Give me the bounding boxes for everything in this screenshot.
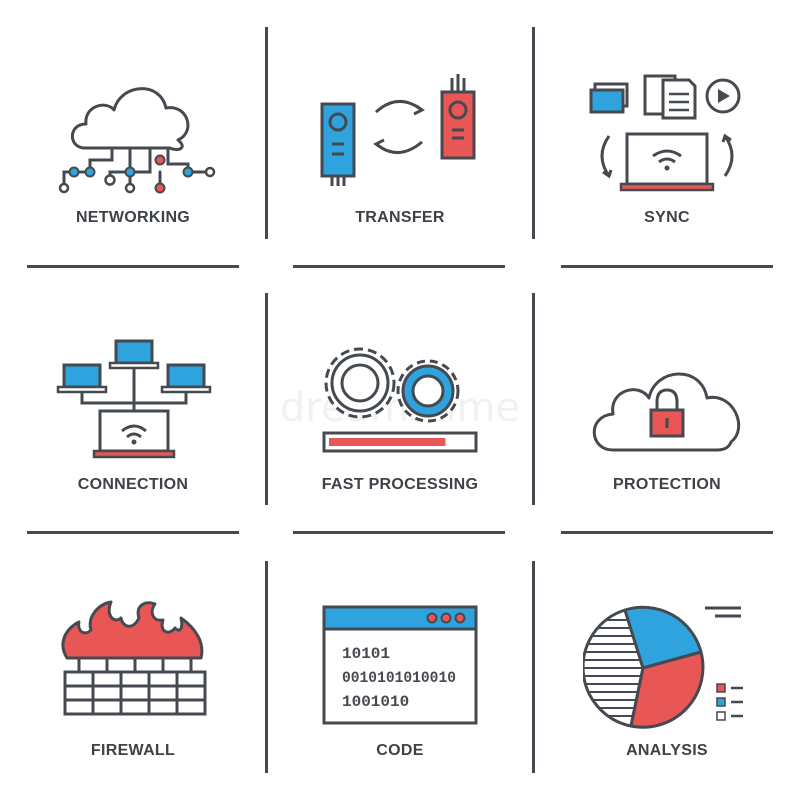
code-line-1: 10101 xyxy=(342,645,390,663)
divider-v4 xyxy=(532,293,535,505)
tile-label-transfer: TRANSFER xyxy=(355,209,445,226)
divider-v1 xyxy=(265,27,268,239)
divider-h6 xyxy=(561,531,773,534)
brick-wall-fire-icon xyxy=(61,600,207,716)
cloud-lock-icon xyxy=(592,372,741,452)
gears-progress-icon xyxy=(322,347,478,453)
code-line-3: 1001010 xyxy=(342,693,409,711)
divider-h2 xyxy=(293,265,505,268)
divider-h5 xyxy=(293,531,505,534)
divider-h1 xyxy=(27,265,239,268)
divider-v2 xyxy=(532,27,535,239)
tile-label-fast-processing: FAST PROCESSING xyxy=(321,476,479,493)
tile-label-code: CODE xyxy=(376,742,424,759)
tile-label-sync: SYNC xyxy=(644,209,690,226)
tile-label-networking: NETWORKING xyxy=(75,209,191,226)
tile-label-connection: CONNECTION xyxy=(77,476,189,493)
divider-v6 xyxy=(532,561,535,773)
divider-v5 xyxy=(265,561,268,773)
tile-label-protection: PROTECTION xyxy=(613,476,721,493)
divider-h4 xyxy=(27,531,239,534)
progress-fill xyxy=(329,438,446,446)
tile-label-firewall: FIREWALL xyxy=(90,742,176,759)
pie-chart-icon xyxy=(583,605,743,729)
file-transfer-icon xyxy=(320,74,476,186)
divider-h3 xyxy=(561,265,773,268)
tile-label-analysis: ANALYSIS xyxy=(626,742,708,759)
sync-laptop-icon xyxy=(589,74,741,192)
code-line-2: 0010101010010 xyxy=(342,669,456,687)
laptop-network-icon xyxy=(56,339,212,459)
code-window-icon: 10101 0010101010010 1001010 xyxy=(322,605,478,725)
cloud-network-icon xyxy=(58,87,216,194)
divider-v3 xyxy=(265,293,268,505)
